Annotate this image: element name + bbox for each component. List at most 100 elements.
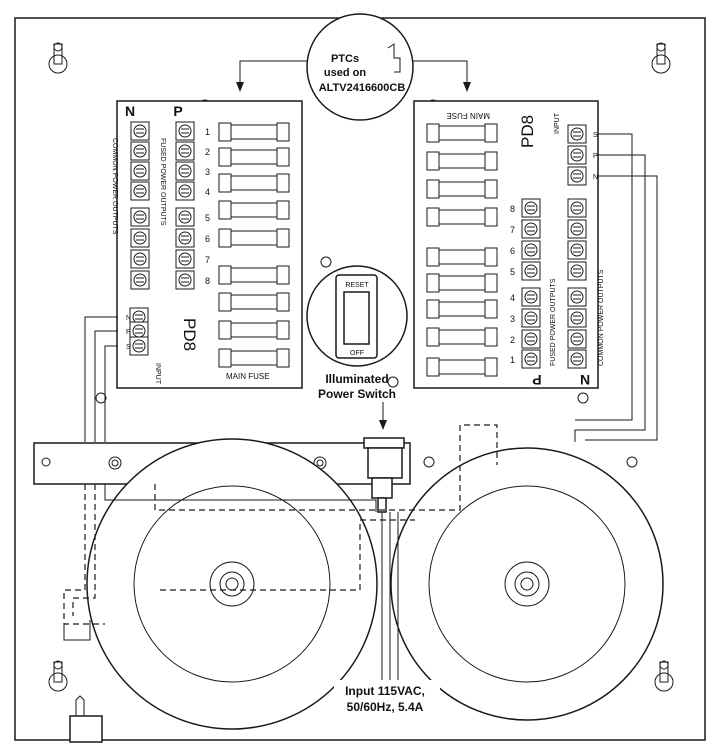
right-channel-number: 6 [510, 246, 515, 256]
right-input-term-label: S [593, 132, 598, 139]
right-fused-terminal [521, 219, 541, 239]
keyhole-bottom-right [654, 660, 674, 692]
left-fuse [218, 173, 290, 193]
right-common-terminal [567, 240, 587, 260]
left-input-term-label: N [126, 315, 131, 322]
left-fuse [218, 228, 290, 248]
left-channel-number: 8 [205, 276, 210, 286]
right-fuse [426, 327, 498, 347]
left-common-label: COMMON POWER OUTPUTS [111, 138, 118, 235]
left-input-terminal [129, 336, 149, 356]
right-pd8-board: P N 8 7 6 5 4 3 2 1 COMMON POWER OUTPUTS FUSED … [413, 100, 605, 389]
right-main-fuse-label: MAIN FUSE [446, 111, 490, 120]
ptc-line2: used on [324, 67, 366, 79]
right-input-terminal [567, 145, 587, 165]
left-channel-number: 4 [205, 187, 210, 197]
left-input-term-label: S [126, 344, 131, 351]
ptc-icon [387, 43, 401, 73]
right-channel-number: 8 [510, 204, 515, 214]
left-common-terminal [130, 270, 150, 290]
right-fused-terminal [521, 308, 541, 328]
left-common-terminal [130, 249, 150, 269]
left-pd-label: PD8 [180, 318, 199, 351]
right-fuse [426, 247, 498, 267]
right-channel-number: 5 [510, 267, 515, 277]
left-fused-terminal [175, 161, 195, 181]
left-fused-terminal [175, 249, 195, 269]
right-common-terminal [567, 261, 587, 281]
right-common-terminal [567, 349, 587, 369]
right-input-label: INPUT [554, 112, 561, 134]
right-fuse [426, 299, 498, 319]
left-input-term-label: P [126, 329, 131, 336]
left-p-label: P [173, 103, 182, 119]
transformer-right [390, 447, 664, 721]
left-main-fuse-label: MAIN FUSE [226, 372, 270, 381]
left-common-terminal [130, 181, 150, 201]
right-fused-terminal [521, 349, 541, 369]
right-channel-number: 1 [510, 355, 515, 365]
right-common-terminal [567, 329, 587, 349]
switch-label-2: Power Switch [318, 387, 396, 401]
right-fuse [426, 123, 498, 143]
ptc-callout: PTCs used on ALTV2416600CB [236, 13, 471, 121]
left-channel-number: 1 [205, 127, 210, 137]
right-fused-terminal [521, 329, 541, 349]
left-fused-label: FUSED POWER OUTPUTS [159, 138, 166, 226]
right-p-label: P [532, 372, 541, 388]
ptc-line3: ALTV2416600CB [319, 82, 406, 94]
transformer-left [86, 438, 378, 730]
left-common-terminal [130, 228, 150, 248]
left-fuse [218, 292, 290, 312]
input-callout: Input 115VAC, 50/60Hz, 5.4A [334, 680, 440, 718]
input-label-1: Input 115VAC, [345, 684, 425, 698]
right-common-terminal [567, 287, 587, 307]
right-channel-number: 2 [510, 335, 515, 345]
right-fuse [426, 179, 498, 199]
left-fused-terminal [175, 181, 195, 201]
right-channel-number: 7 [510, 225, 515, 235]
right-common-terminal [567, 198, 587, 218]
left-input-label: INPUT [154, 363, 161, 385]
left-n-label: N [125, 103, 135, 119]
right-channel-number: 3 [510, 314, 515, 324]
left-channel-number: 5 [205, 213, 210, 223]
left-fused-terminal [175, 207, 195, 227]
right-common-label: COMMON POWER OUTPUTS [598, 269, 605, 366]
right-fused-terminal [521, 240, 541, 260]
right-channel-number: 4 [510, 293, 515, 303]
left-fuse [218, 200, 290, 220]
left-common-terminal [130, 161, 150, 181]
left-fuse [218, 147, 290, 167]
left-fused-terminal [175, 270, 195, 290]
right-fused-terminal [521, 287, 541, 307]
right-input-term-label: N [593, 174, 598, 181]
right-fuse [426, 151, 498, 171]
right-fuse [426, 357, 498, 377]
left-channel-number: 2 [205, 147, 210, 157]
left-common-terminal [130, 207, 150, 227]
right-common-terminal [567, 219, 587, 239]
wiring [63, 133, 658, 680]
cord-grommet [69, 695, 103, 743]
switch-off-label: OFF [350, 350, 364, 357]
switch-reset-label: RESET [345, 282, 369, 289]
right-fused-terminal [521, 261, 541, 281]
right-fused-terminal [521, 198, 541, 218]
right-n-label: N [580, 372, 590, 388]
right-fused-label: FUSED POWER OUTPUTS [550, 278, 557, 366]
right-input-term-label: P [593, 153, 598, 160]
left-common-terminal [130, 141, 150, 161]
switch-label-1: Illuminated [325, 372, 388, 386]
left-fuse [218, 348, 290, 368]
right-input-terminal [567, 166, 587, 186]
left-fused-terminal [175, 141, 195, 161]
right-input-terminal [567, 124, 587, 144]
keyhole-top-right [651, 42, 671, 74]
left-channel-number: 7 [205, 255, 210, 265]
left-channel-number: 3 [205, 167, 210, 177]
left-fused-terminal [175, 121, 195, 141]
left-fuse [218, 320, 290, 340]
